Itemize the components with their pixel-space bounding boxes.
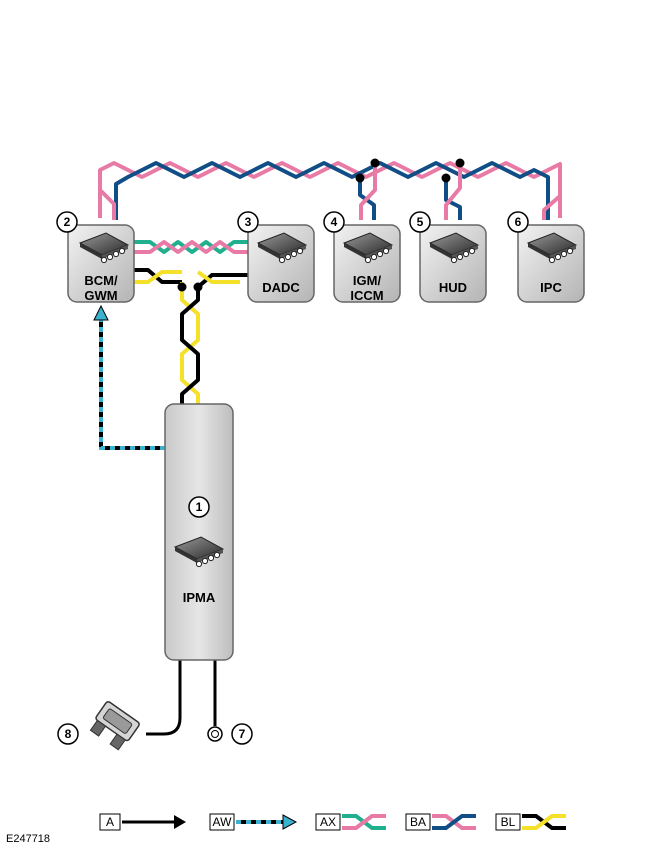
twisted-pair-ba-top-bus: [98, 161, 562, 220]
module-label: BCM/: [84, 273, 118, 288]
svg-text:5: 5: [417, 215, 424, 229]
callout-5: 5: [409, 211, 431, 233]
svg-text:BA: BA: [410, 815, 426, 829]
callout-4: 4: [323, 211, 345, 233]
module-ipc: IPC: [517, 224, 585, 303]
legend-item-ba: BA: [405, 813, 476, 831]
callout-2: 2: [56, 211, 78, 233]
svg-text:BL: BL: [501, 815, 516, 829]
legend-item-ax: AX: [315, 813, 386, 831]
svg-text:7: 7: [239, 727, 246, 741]
svg-text:8: 8: [65, 727, 72, 741]
module-label: ICCM: [350, 288, 383, 303]
svg-text:1: 1: [196, 500, 203, 514]
fuse-icon: [89, 701, 140, 751]
svg-text:4: 4: [331, 215, 338, 229]
module-dadc: DADC: [247, 224, 315, 303]
splice-point: [441, 173, 451, 183]
splice-point: [193, 282, 203, 292]
figure-id: E247718: [6, 833, 50, 845]
module-label: IPMA: [183, 590, 216, 605]
svg-text:AX: AX: [320, 815, 336, 829]
module-bcm-gwm: BCM/ GWM: [67, 224, 135, 303]
svg-text:6: 6: [515, 215, 522, 229]
callout-8: 8: [57, 723, 79, 745]
legend: A AW AX BA BL: [99, 813, 566, 831]
legend-item-aw: AW: [209, 813, 298, 831]
dashed-link-aw: [93, 304, 165, 450]
module-label: DADC: [262, 280, 300, 295]
svg-text:2: 2: [64, 215, 71, 229]
splice-point: [177, 282, 187, 292]
module-label: IPC: [540, 280, 562, 295]
callout-7: 7: [231, 723, 253, 745]
power-ground-wires: [146, 660, 217, 736]
legend-item-a: A: [99, 813, 186, 831]
twisted-pair-ax: [134, 240, 250, 254]
svg-text:A: A: [106, 815, 114, 829]
ground-terminal: [207, 726, 223, 742]
splice-point: [370, 158, 380, 168]
module-ipma: IPMA: [164, 403, 234, 661]
module-label: IGM/: [353, 273, 382, 288]
splice-point: [455, 158, 465, 168]
callout-1: 1: [188, 496, 210, 518]
svg-text:AW: AW: [213, 815, 233, 829]
callout-3: 3: [237, 211, 259, 233]
module-igm-iccm: IGM/ ICCM: [333, 224, 401, 303]
legend-item-bl: BL: [495, 813, 566, 831]
module-label: HUD: [439, 280, 467, 295]
callout-6: 6: [507, 211, 529, 233]
module-hud: HUD: [419, 224, 487, 303]
svg-text:3: 3: [245, 215, 252, 229]
module-label: GWM: [84, 288, 117, 303]
splice-point: [355, 173, 365, 183]
